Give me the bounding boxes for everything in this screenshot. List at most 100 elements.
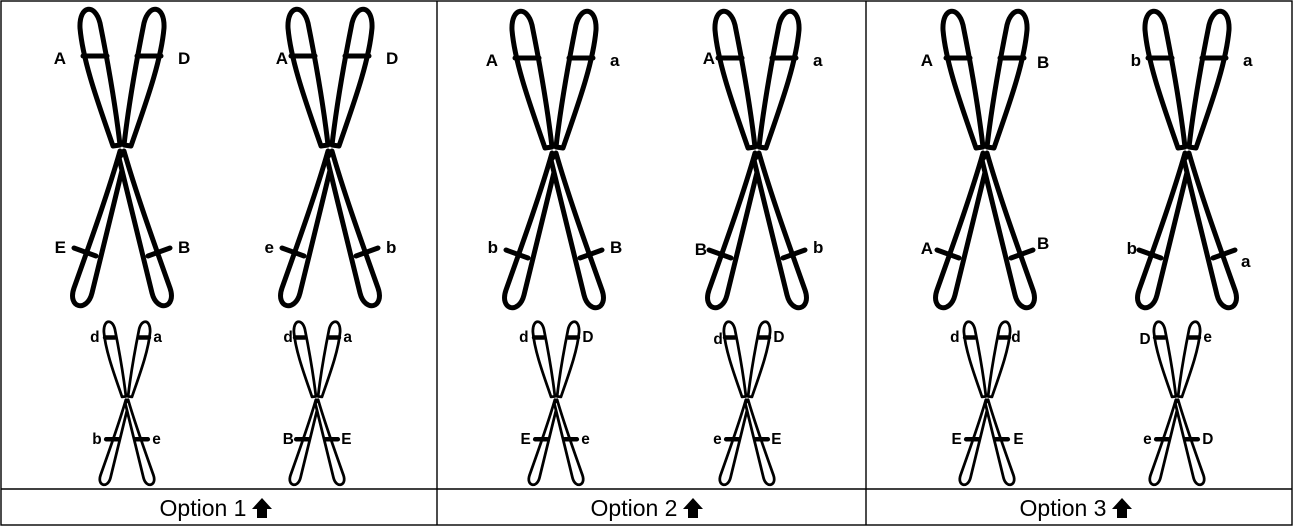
- chromosome-arm: [324, 148, 382, 308]
- gene-label: B: [695, 240, 707, 259]
- chromosome-large-1: A D E B: [54, 6, 190, 308]
- gene-label: E: [951, 431, 961, 448]
- gene-label: E: [1013, 431, 1023, 448]
- gene-label: d: [950, 329, 959, 346]
- chromosome-arm: [979, 150, 1037, 310]
- gene-label: b: [488, 238, 498, 257]
- gene-label: E: [55, 238, 66, 257]
- option-3-caption: Option 3: [1020, 495, 1132, 521]
- chromosome-arm: [1181, 150, 1239, 310]
- chromosome-arm: [527, 398, 560, 486]
- chromosome-arm: [1186, 8, 1232, 151]
- gene-label: a: [1243, 51, 1253, 70]
- chromosome-arm: [123, 398, 156, 486]
- gene-label: B: [1037, 234, 1049, 253]
- chromosome-arm: [278, 148, 336, 308]
- gene-label: a: [1241, 252, 1251, 271]
- chromosome-small-2: d a B E: [283, 320, 352, 486]
- up-arrow-icon: [683, 498, 703, 518]
- gene-label: D: [386, 49, 398, 68]
- gene-label: b: [92, 431, 101, 448]
- chromosome-arm: [552, 398, 585, 486]
- gene-label: A: [921, 239, 933, 258]
- chromosome-arm: [1142, 8, 1188, 151]
- chromosome-arm: [958, 398, 991, 486]
- gene-label: a: [813, 51, 823, 70]
- gene-label: e: [1203, 329, 1212, 346]
- chromosome-arm: [288, 398, 321, 486]
- gene-label: d: [283, 329, 292, 346]
- gene-label: D: [582, 329, 593, 346]
- chromosome-small-1: d D E e: [519, 320, 594, 486]
- gene-label: d: [1011, 329, 1020, 346]
- caption-text: Option 2: [591, 495, 678, 521]
- chromosome-arm: [126, 320, 152, 399]
- chromosome-arm: [1148, 398, 1181, 486]
- chromosome-arm: [316, 320, 342, 399]
- chromosome-arm: [983, 398, 1016, 486]
- chromosome-arm: [116, 148, 174, 308]
- caption-text: Option 3: [1020, 495, 1107, 521]
- chromosome-arm: [553, 8, 599, 151]
- chromosome-arm: [509, 8, 555, 151]
- gene-label: b: [386, 238, 396, 257]
- gene-label: d: [90, 329, 99, 346]
- chromosome-large-2: b a b a: [1127, 8, 1253, 310]
- gene-label: D: [178, 49, 190, 68]
- gene-label: D: [1139, 331, 1150, 348]
- gene-label: D: [1202, 431, 1213, 448]
- gene-label: b: [813, 238, 823, 257]
- chromosome-large-2: A a B b: [695, 8, 823, 310]
- gene-label: d: [713, 331, 722, 348]
- gene-label: A: [486, 51, 498, 70]
- gene-label: b: [1131, 51, 1141, 70]
- chromosome-arm: [751, 150, 809, 310]
- chromosome-arm: [555, 320, 581, 399]
- gene-label: A: [54, 49, 66, 68]
- chromosome-arm: [98, 398, 131, 486]
- chromosome-arm: [933, 150, 991, 310]
- chromosome-arm: [102, 320, 128, 399]
- chromosome-arm: [718, 398, 751, 486]
- gene-label: d: [519, 329, 528, 346]
- chromosome-arm: [292, 320, 318, 399]
- chromosome-arm: [986, 320, 1012, 399]
- chromosome-arm: [746, 320, 772, 399]
- gene-label: E: [771, 431, 781, 448]
- gene-label: a: [610, 51, 620, 70]
- chromosome-small-1: d d E E: [950, 320, 1024, 486]
- gene-label: e: [713, 431, 722, 448]
- chromosome-arm: [121, 6, 167, 149]
- up-arrow-icon: [1112, 498, 1132, 518]
- chromosome-arm: [1135, 150, 1193, 310]
- chromosome-large-1: A B A B: [921, 8, 1049, 310]
- chromosome-arm: [705, 150, 763, 310]
- up-arrow-icon: [252, 498, 272, 518]
- gene-label: e: [1143, 431, 1152, 448]
- chromosome-arm: [70, 148, 128, 308]
- gene-label: e: [152, 431, 161, 448]
- gene-label: D: [773, 329, 784, 346]
- chromosome-arm: [940, 8, 986, 151]
- chromosome-arm: [743, 398, 776, 486]
- chromosome-arm: [1173, 398, 1206, 486]
- chromosome-arm: [962, 320, 988, 399]
- chromosome-small-2: D e e D: [1139, 320, 1213, 486]
- chromosome-large-2: A D e b: [265, 6, 398, 308]
- chromosome-arm: [1152, 320, 1178, 399]
- gene-label: B: [610, 238, 622, 257]
- option-1-panel: A D E B A D e b d: [54, 6, 398, 521]
- gene-label: a: [153, 329, 162, 346]
- gene-label: b: [1127, 239, 1137, 258]
- gene-label: B: [283, 431, 294, 448]
- chromosome-arm: [722, 320, 748, 399]
- option-3-panel: A B A B b a b a d: [921, 8, 1253, 521]
- chromosome-arm: [313, 398, 346, 486]
- gene-label: e: [265, 238, 274, 257]
- chromosome-arm: [984, 8, 1030, 151]
- gene-label: A: [703, 49, 715, 68]
- option-2-panel: A a b B A a B b d: [486, 8, 823, 521]
- chromosome-arm: [756, 8, 802, 151]
